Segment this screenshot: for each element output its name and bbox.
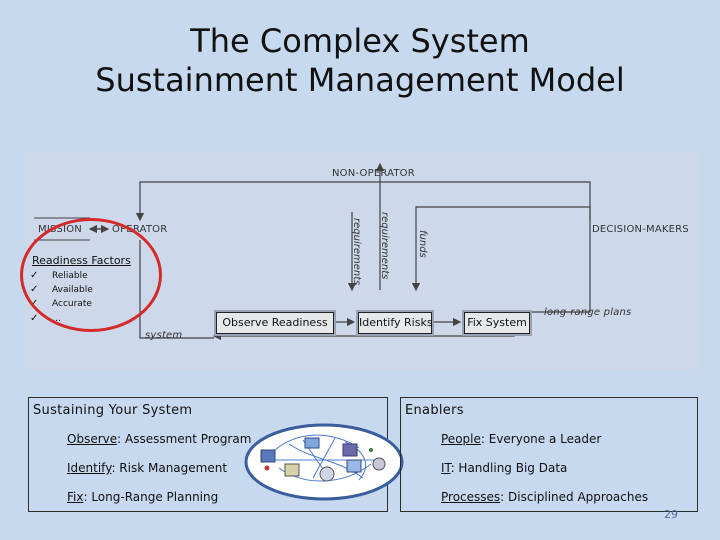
page-number: 29: [664, 508, 678, 521]
long-range-plans-label: long-range plans: [544, 307, 632, 318]
fix-system-box: Fix System: [464, 312, 530, 334]
enablers-title: Enablers: [405, 403, 464, 418]
network-icon: [244, 423, 404, 501]
enablers-item-processes: Processes: Disciplined Approaches: [441, 490, 649, 504]
check-icon: ✓: [30, 312, 39, 324]
slide-title: The Complex System Sustainment Managemen…: [0, 22, 720, 100]
sustaining-title: Sustaining Your System: [33, 403, 193, 418]
slide-title-line-2: Sustainment Management Model: [95, 61, 625, 99]
operator-label: OPERATOR: [112, 224, 168, 235]
decision-makers-label: DECISION-MAKERS: [592, 224, 689, 235]
network-cluster-illustration: [243, 420, 405, 506]
slide-title-line-1: The Complex System: [190, 22, 530, 60]
non-operator-label: NON-OPERATOR: [332, 168, 415, 179]
identify-risks-box: Identify Risks: [358, 312, 433, 334]
sustaining-panel: Sustaining Your System Observe: Assessme…: [28, 397, 388, 512]
requirements-label-1: requirements: [351, 218, 362, 286]
enablers-item-it: IT: Handling Big Data: [441, 461, 568, 475]
highlight-ellipse: [20, 218, 162, 332]
sustaining-item-observe: Observe: Assessment Program: [67, 432, 252, 446]
enablers-item-people: People: Everyone a Leader: [441, 432, 602, 446]
long-range-line: [500, 242, 591, 313]
sustaining-item-fix: Fix: Long-Range Planning: [67, 490, 219, 504]
funds-label: funds: [417, 230, 428, 258]
top-loop-arrow: [135, 181, 591, 222]
observe-readiness-box: Observe Readiness: [216, 312, 334, 334]
system-label: system: [145, 330, 183, 341]
funds-arrow: [411, 206, 591, 292]
sustaining-item-identify: Identify: Risk Management: [67, 461, 228, 475]
enablers-panel: Enablers People: Everyone a Leader IT: H…: [400, 397, 698, 512]
requirements-label-2: requirements: [379, 212, 390, 280]
